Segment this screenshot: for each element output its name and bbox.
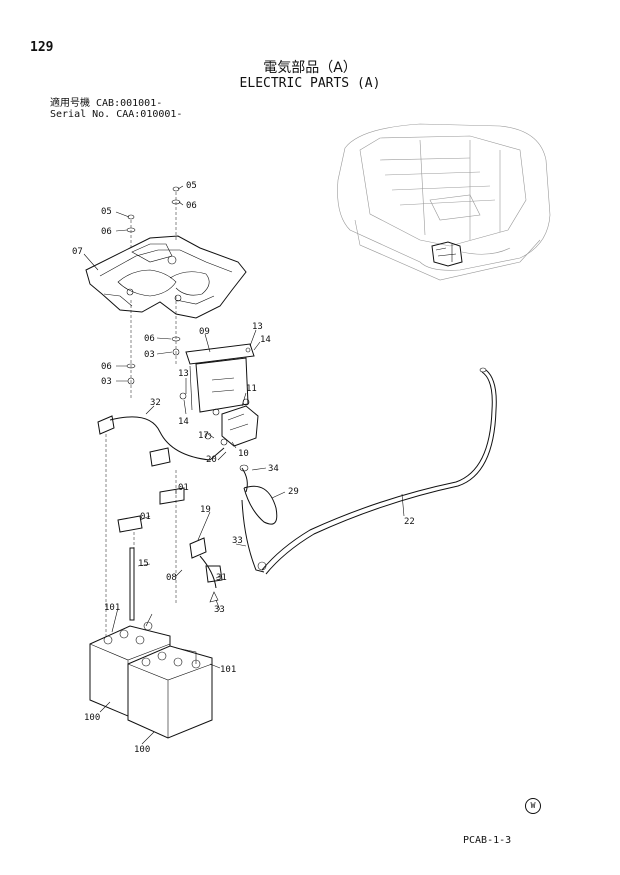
page-title-english: ELECTRIC PARTS (A) — [239, 76, 381, 91]
callout-01: 01 — [140, 512, 151, 522]
terminal-covers — [117, 470, 185, 621]
battery-cable-29 — [239, 464, 278, 525]
relay-bracket — [179, 343, 255, 413]
callout-06: 06 — [186, 201, 197, 211]
callout-15: 15 — [138, 559, 149, 569]
callout-34: 34 — [268, 464, 279, 474]
callout-08: 08 — [166, 573, 177, 583]
callout-05: 05 — [186, 181, 197, 191]
callout-01: 01 — [178, 483, 189, 493]
page-number: 129 — [30, 40, 54, 55]
callout-100: 100 — [134, 745, 150, 755]
battery-cover — [85, 235, 247, 319]
callout-22: 22 — [404, 517, 415, 527]
callout-labels: 05 06 05 06 07 06 03 06 03 09 13 14 13 1… — [72, 181, 415, 755]
callout-13: 13 — [178, 369, 189, 379]
applicable-serial-jp: 適用号機 CAB:001001- — [50, 98, 163, 109]
callout-31: 31 — [216, 573, 227, 583]
callout-13: 13 — [252, 322, 263, 332]
callout-33: 33 — [232, 536, 243, 546]
machine-outline-illustration — [337, 123, 551, 281]
callout-03: 03 — [144, 350, 155, 360]
callout-100: 100 — [84, 713, 100, 723]
callout-29: 29 — [288, 487, 299, 497]
callout-19: 19 — [200, 505, 211, 515]
callout-33: 33 — [214, 605, 225, 615]
callout-09: 09 — [199, 327, 210, 337]
w-mark-icon: W — [525, 798, 541, 814]
callout-10: 10 — [238, 449, 249, 459]
document-code: PCAB-1-3 — [463, 835, 512, 846]
battery-right — [127, 645, 213, 739]
wire-harness — [97, 415, 225, 640]
callout-32: 32 — [150, 398, 161, 408]
callout-06: 06 — [101, 362, 112, 372]
page-title-japanese: 電気部品（A） — [263, 60, 357, 76]
callout-07: 07 — [72, 247, 83, 257]
leader-lines — [83, 185, 405, 745]
callout-101: 101 — [220, 665, 236, 675]
callout-06: 06 — [101, 227, 112, 237]
callout-05: 05 — [101, 207, 112, 217]
callout-14: 14 — [260, 335, 271, 345]
callout-14: 14 — [178, 417, 189, 427]
callout-20: 20 — [206, 455, 217, 465]
battery-cable-long — [257, 367, 497, 575]
callout-11: 11 — [246, 384, 257, 394]
ground-cable — [189, 499, 265, 603]
callout-06: 06 — [144, 334, 155, 344]
callout-101: 101 — [104, 603, 120, 613]
callout-17: 17 — [198, 431, 209, 441]
callout-03: 03 — [101, 377, 112, 387]
applicable-serial-en: Serial No. CAA:010001- — [50, 109, 183, 120]
